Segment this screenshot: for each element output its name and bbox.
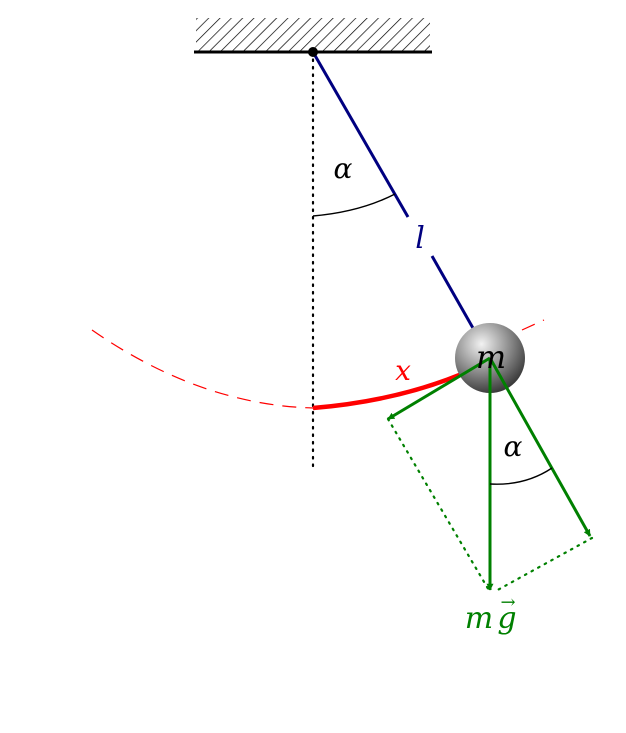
ceiling-support [194,18,432,54]
parallelogram-dotted-right [492,536,594,594]
pendulum-string [311,51,492,359]
angle-label-force: α [504,430,523,463]
weight-label-g: g [497,601,516,636]
angle-label-top: α [334,152,353,185]
pivot-point [308,47,318,57]
weight-vector-arrow-icon: → [500,592,515,613]
parallelogram-dotted-left [386,417,492,594]
angle-arc-top [312,193,396,217]
force-vectors [386,356,594,594]
ceiling-hatching [196,18,430,52]
weight-label: m g → [465,592,517,636]
mass-label: m [476,338,506,376]
arc-length-label: x [395,354,411,387]
swing-arc-right [521,319,545,331]
swing-arc-left [91,329,314,409]
length-label: l [415,221,425,256]
angle-arc-force [489,467,553,485]
weight-label-m: m [465,601,493,636]
tangential-component-arrow [387,356,491,421]
radial-component-arrow [488,357,592,537]
